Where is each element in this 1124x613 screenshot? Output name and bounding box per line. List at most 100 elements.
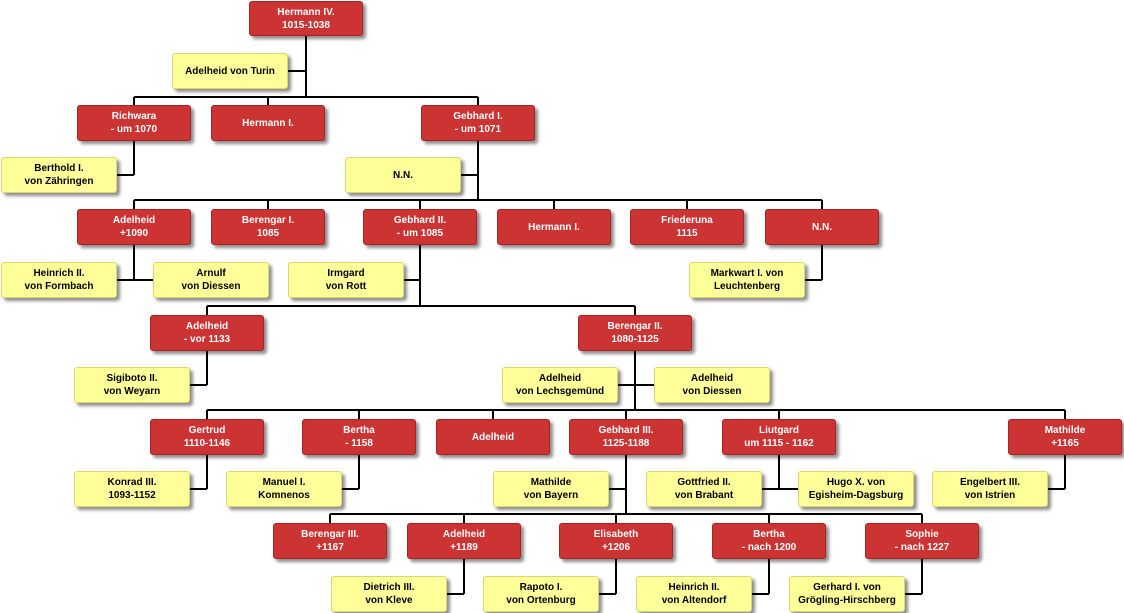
- spouse-adelheid-lechsgemuend: Adelheid von Lechsgemünd: [502, 367, 618, 403]
- person-bertha-1200: Bertha - nach 1200: [712, 523, 826, 559]
- person-adelheid: Adelheid: [436, 419, 550, 455]
- person-sophie: Sophie - nach 1227: [865, 523, 979, 559]
- spouse-name: Rapoto I.: [519, 582, 563, 593]
- person-name: Hermann I.: [242, 117, 294, 129]
- person-name: Adelheid: [471, 431, 515, 443]
- spouse-heinrich-altendorf: Heinrich II. von Altendorf: [636, 576, 752, 612]
- person-berengar-i: Berengar I. 1085: [211, 209, 325, 245]
- spouse-origin: von Rott: [325, 281, 367, 292]
- spouse-name: Manuel I.: [262, 477, 306, 488]
- person-dates: - 1158: [345, 438, 373, 449]
- spouse-name: Berthold I.: [34, 163, 84, 174]
- spouse-irmgard: Irmgard von Rott: [288, 262, 404, 298]
- person-name: Sophie: [905, 529, 939, 540]
- person-gebhard-i: Gebhard I. - um 1071: [421, 105, 535, 141]
- person-name: Liutgard: [759, 425, 799, 436]
- spouse-engelbert: Engelbert III. von Istrien: [932, 471, 1048, 507]
- spouse-name: Arnulf: [196, 268, 226, 279]
- person-richwara: Richwara - um 1070: [77, 105, 191, 141]
- spouse-name: Adelheid: [690, 373, 734, 384]
- person-dates: - vor 1133: [183, 334, 231, 345]
- person-dates: 1115: [676, 228, 698, 239]
- spouse-mathilde-bayern: Mathilde von Bayern: [493, 471, 609, 507]
- person-dates: 1085: [256, 228, 280, 239]
- spouse-origin: von Formbach: [24, 281, 94, 292]
- person-hermann-iv: Hermann IV. 1015-1038: [249, 1, 363, 36]
- person-name: Hermann IV.: [277, 6, 335, 18]
- spouse-gottfried: Gottfried II. von Brabant: [646, 471, 762, 507]
- person-dates: 1110-1146: [183, 438, 231, 449]
- person-hermann-i: Hermann I.: [211, 105, 325, 141]
- spouse-origin: von Altendorf: [661, 595, 727, 606]
- person-name: Elisabeth: [593, 529, 639, 540]
- person-dates: um 1115 - 1162: [744, 438, 814, 449]
- spouse-origin: von Diessen: [682, 386, 742, 397]
- spouse-origin: von Brabant: [674, 490, 734, 501]
- spouse-name: Adelheid von Turin: [185, 65, 275, 77]
- person-name: Gertrud: [188, 425, 226, 436]
- person-name: N.N.: [812, 221, 832, 233]
- spouse-origin: von Weyarn: [103, 386, 161, 397]
- spouse-origin: von Kleve: [365, 595, 413, 606]
- person-name: Hermann I.: [528, 221, 580, 233]
- person-bertha-1158: Bertha - 1158: [302, 419, 416, 455]
- person-gebhard-iii: Gebhard III. 1125-1188: [569, 419, 683, 455]
- person-dates: - nach 1227: [894, 542, 950, 553]
- person-name: Gebhard III.: [598, 425, 654, 436]
- person-name: Berengar III.: [301, 529, 359, 540]
- spouse-gerhard: Gerhard I. von Grögling-Hirschberg: [789, 576, 905, 612]
- spouse-name: Gottfried II.: [677, 477, 731, 488]
- person-berengar-ii: Berengar II. 1080-1125: [578, 315, 692, 351]
- spouse-origin: 1093-1152: [108, 490, 156, 501]
- spouse-name: Konrad III.: [107, 477, 157, 488]
- spouse-name: Adelheid: [538, 373, 582, 384]
- spouse-adelheid-von-turin: Adelheid von Turin: [172, 53, 288, 89]
- spouse-sigiboto: Sigiboto II. von Weyarn: [74, 367, 190, 403]
- spouse-rapoto: Rapoto I. von Ortenburg: [483, 576, 599, 612]
- person-dates: +1090: [119, 228, 149, 239]
- spouse-origin: Grögling-Hirschberg: [798, 595, 896, 606]
- spouse-heinrich-formbach: Heinrich II. von Formbach: [1, 262, 117, 298]
- person-name: Bertha: [343, 425, 375, 436]
- spouse-name: N.N.: [393, 169, 413, 181]
- spouse-origin: Egisheim-Dagsburg: [808, 490, 904, 501]
- spouse-name: Gerhard I. von: [813, 582, 881, 593]
- person-dates: +1165: [1051, 438, 1079, 449]
- spouse-name: Irmgard: [327, 268, 365, 279]
- person-friederuna: Friederuna 1115: [630, 209, 744, 245]
- person-name: Richwara: [111, 111, 157, 122]
- person-name: Gebhard II.: [393, 215, 447, 226]
- spouse-origin: von Diessen: [181, 281, 241, 292]
- person-dates: 1080-1125: [611, 334, 659, 345]
- spouse-arnulf: Arnulf von Diessen: [153, 262, 269, 298]
- spouse-name: Hugo X. von: [826, 477, 886, 488]
- spouse-name: Dietrich III.: [363, 582, 415, 593]
- person-name: Berengar I.: [241, 215, 295, 226]
- spouse-name: Mathilde: [530, 477, 572, 488]
- spouse-name: Engelbert III.: [959, 477, 1020, 488]
- spouse-konrad: Konrad III. 1093-1152: [74, 471, 190, 507]
- person-name: Gebhard I.: [453, 111, 503, 122]
- person-elisabeth: Elisabeth +1206: [559, 523, 673, 559]
- person-dates: - um 1085: [396, 228, 444, 239]
- spouse-origin: von Lechsgemünd: [515, 386, 605, 397]
- person-mathilde-1165: Mathilde +1165: [1008, 419, 1122, 455]
- person-name: Adelheid: [112, 215, 156, 226]
- person-name: Mathilde: [1044, 425, 1086, 436]
- person-dates: 1125-1188: [602, 438, 650, 449]
- spouse-name: Heinrich II.: [33, 268, 85, 279]
- person-name: Bertha: [753, 529, 785, 540]
- person-adelheid-1133: Adelheid - vor 1133: [150, 315, 264, 351]
- spouse-origin: von Zähringen: [24, 176, 94, 187]
- person-adelheid-1189: Adelheid +1189: [407, 523, 521, 559]
- spouse-nn: N.N.: [345, 157, 461, 193]
- spouse-manuel: Manuel I. Komnenos: [226, 471, 342, 507]
- person-gebhard-ii: Gebhard II. - um 1085: [363, 209, 477, 245]
- person-gertrud: Gertrud 1110-1146: [150, 419, 264, 455]
- person-name: Adelheid: [442, 529, 486, 540]
- person-dates: - um 1071: [454, 124, 502, 135]
- person-liutgard: Liutgard um 1115 - 1162: [722, 419, 836, 455]
- person-name: Friederuna: [661, 215, 713, 226]
- person-berengar-iii: Berengar III. +1167: [273, 523, 387, 559]
